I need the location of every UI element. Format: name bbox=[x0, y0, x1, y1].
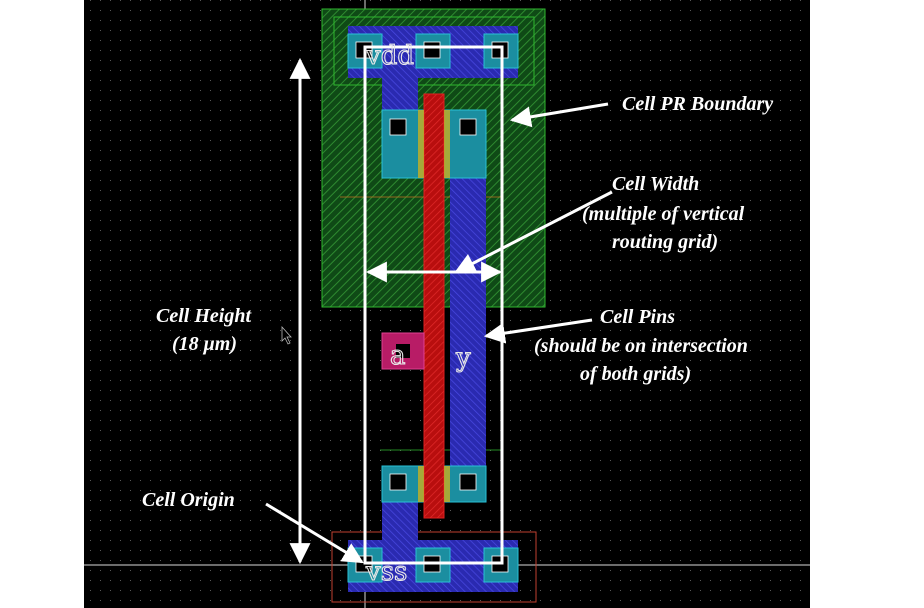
nwell-tap-outline bbox=[333, 16, 535, 86]
gate-overlap-n-right bbox=[444, 466, 450, 502]
cell-pr-boundary-annotation: Cell PR Boundary bbox=[622, 93, 773, 115]
gate-overlap-p-left bbox=[418, 110, 424, 178]
metal1-source-strap-n bbox=[382, 500, 418, 542]
contact-vdd-2 bbox=[423, 41, 441, 59]
contact-n-out bbox=[459, 473, 477, 491]
cell-width-annotation: Cell Width bbox=[612, 173, 699, 195]
substrate-tap-outline bbox=[331, 531, 537, 603]
cell-origin-pointer bbox=[265, 502, 364, 564]
pin-a-label: a bbox=[390, 341, 406, 371]
cell-height-annotation: Cell Height bbox=[156, 305, 252, 327]
cell-pins-annotation: Cell Pins bbox=[600, 306, 675, 328]
cell-width-pointer bbox=[454, 190, 613, 274]
pr-boundary-pointer bbox=[509, 102, 609, 128]
mouse-cursor-icon bbox=[281, 325, 292, 345]
vss-label: vss bbox=[365, 557, 407, 587]
gate-overlap-n-left bbox=[418, 466, 424, 502]
cell-pins-note-line2: of both grids) bbox=[580, 363, 691, 385]
contact-p-drain bbox=[389, 118, 407, 136]
vdd-label: vdd bbox=[365, 41, 414, 71]
cell-pins-note-line1: (should be on intersection bbox=[534, 335, 748, 357]
cell-pins-pointer bbox=[483, 318, 593, 344]
contact-n-source bbox=[389, 473, 407, 491]
cell-width-note-line1: (multiple of vertical bbox=[582, 203, 745, 225]
pin-a-contact bbox=[396, 344, 410, 358]
cell-origin-annotation: Cell Origin bbox=[142, 489, 235, 511]
contact-vdd-3 bbox=[491, 41, 509, 59]
gate-overlap-p-right bbox=[444, 110, 450, 178]
contact-p-out bbox=[459, 118, 477, 136]
cell-height-value: (18 μm) bbox=[172, 333, 237, 355]
cell-width-note-line2: routing grid) bbox=[612, 231, 718, 253]
pin-y-label: y bbox=[455, 343, 471, 373]
poly-gate bbox=[423, 93, 445, 519]
cell-pr-boundary[interactable] bbox=[363, 45, 504, 565]
